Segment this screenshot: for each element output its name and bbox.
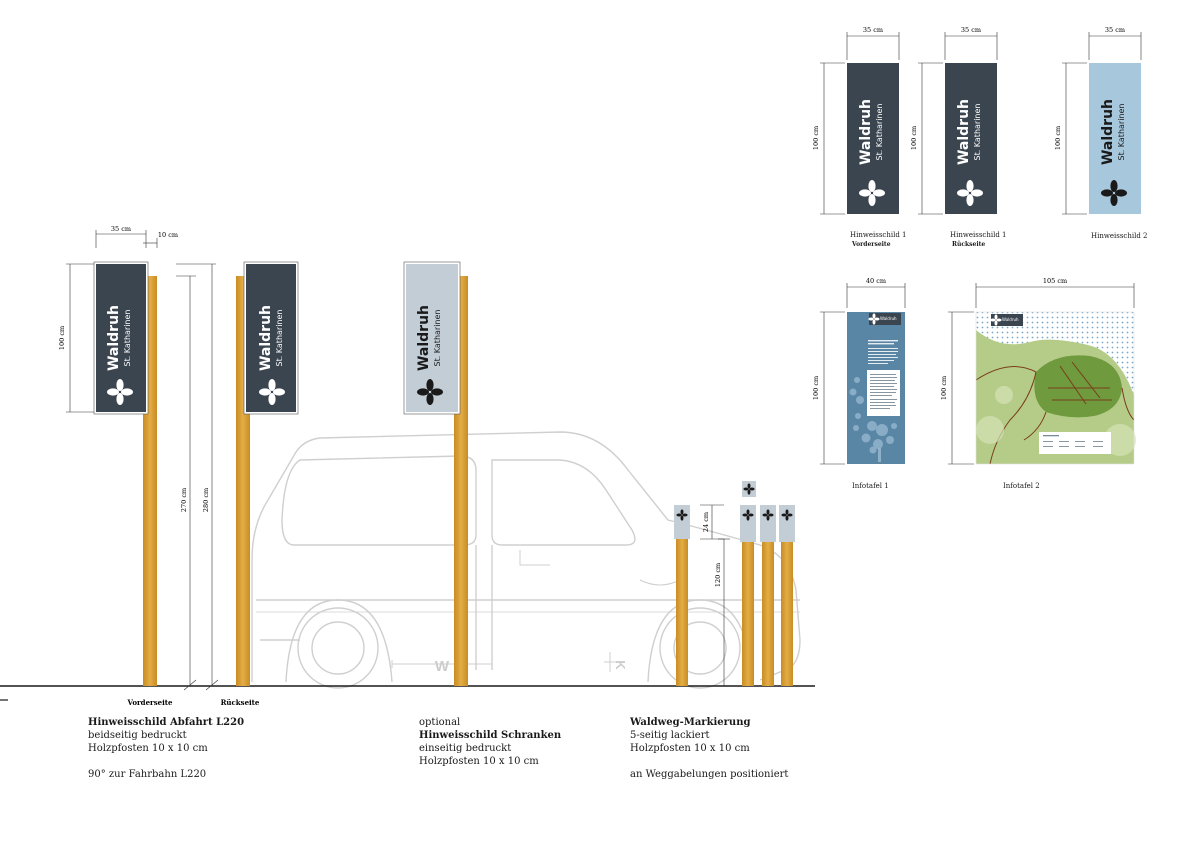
thumb-3-title: Waldruh bbox=[1100, 99, 1116, 165]
caption-schranken-line-2: Holzpfosten 10 x 10 cm bbox=[419, 756, 539, 767]
caption-schranken-line-1: einseitig bedruckt bbox=[419, 743, 512, 754]
thumb-caption-infotafel-1: Infotafel 1 bbox=[852, 482, 889, 490]
thumb-dimension-lines bbox=[820, 32, 1142, 465]
waldweg-markers bbox=[674, 481, 795, 686]
thumb-caption-sign-2: Hinweisschild 2 bbox=[1091, 232, 1148, 240]
thumb-2-title: Waldruh bbox=[956, 99, 972, 165]
dim-24cm: 24 cm bbox=[702, 512, 710, 532]
sign-1-front: Waldruh St. Katharinen bbox=[93, 261, 149, 415]
caption-abfahrt-line-3 bbox=[88, 755, 244, 768]
thumb-caption-sign-1-back-sub: Rückseite bbox=[952, 241, 986, 248]
caption-schranken-pre: optional bbox=[419, 717, 461, 728]
infotafel-1: Waldruh bbox=[847, 312, 905, 464]
caption-waldweg-line-2: Holzpfosten 10 x 10 cm bbox=[630, 743, 750, 754]
thumb-1-sub: St. Katharinen bbox=[875, 104, 884, 161]
thumb-2-sub: St. Katharinen bbox=[973, 104, 982, 161]
dim-100cm: 100 cm bbox=[58, 326, 66, 350]
thumb-sign-1-back: Waldruh St. Katharinen bbox=[945, 63, 997, 214]
infotafel-2-map: Waldruh bbox=[975, 311, 1136, 465]
dim-270cm: 270 cm bbox=[180, 488, 188, 512]
thumb-dim-35-c: 35 cm bbox=[1105, 26, 1125, 34]
dim-280cm: 280 cm bbox=[202, 488, 210, 512]
caption-waldweg-title: Waldweg-Markierung bbox=[630, 717, 751, 728]
car-mark-k: K bbox=[613, 660, 628, 670]
sign-1-back: Waldruh St. Katharinen bbox=[243, 261, 299, 415]
thumb-dim-40: 40 cm bbox=[866, 277, 886, 285]
label-rueckseite: Rückseite bbox=[221, 698, 260, 707]
sign-1-back-sub: St. Katharinen bbox=[275, 310, 284, 367]
thumb-3-sub: St. Katharinen bbox=[1117, 104, 1126, 161]
sign-1-front-title: Waldruh bbox=[106, 305, 122, 371]
caption-abfahrt: Hinweisschild Abfahrt L220 beidseitig be… bbox=[88, 716, 244, 781]
marker-dimension-lines bbox=[700, 504, 730, 686]
caption-schranken: optional Hinweisschild Schranken einseit… bbox=[419, 716, 561, 768]
dim-10cm: 10 cm bbox=[158, 231, 178, 239]
sign-2-sub: St. Katharinen bbox=[433, 310, 442, 367]
car-sketch bbox=[242, 431, 801, 689]
caption-abfahrt-title: Hinweisschild Abfahrt L220 bbox=[88, 717, 245, 728]
dim-35cm: 35 cm bbox=[111, 225, 131, 233]
thumb-1-title: Waldruh bbox=[858, 99, 874, 165]
caption-abfahrt-line-1: beidseitig bedruckt bbox=[88, 730, 187, 741]
caption-abfahrt-line-4: 90° zur Fahrbahn L220 bbox=[88, 769, 207, 780]
thumb-dim-100-b: 100 cm bbox=[910, 126, 918, 150]
caption-waldweg-line-1: 5-seitig lackiert bbox=[630, 730, 710, 741]
caption-waldweg: Waldweg-Markierung 5-seitig lackiert Hol… bbox=[630, 716, 788, 781]
sign-1-front-sub: St. Katharinen bbox=[123, 310, 132, 367]
dim-120cm: 120 cm bbox=[714, 563, 722, 587]
sign-2-schranken: Waldruh St. Katharinen bbox=[403, 261, 461, 415]
caption-schranken-title: Hinweisschild Schranken bbox=[419, 730, 562, 741]
dimension-lines bbox=[66, 230, 219, 691]
thumb-sign-2: Waldruh St. Katharinen bbox=[1089, 63, 1141, 214]
sign-2-title: Waldruh bbox=[416, 305, 432, 371]
thumb-dim-100-a: 100 cm bbox=[812, 126, 820, 150]
thumb-dim-100-e: 100 cm bbox=[940, 376, 948, 400]
thumb-dim-100-c: 100 cm bbox=[1054, 126, 1062, 150]
caption-waldweg-line-4: an Weggabelungen positioniert bbox=[630, 769, 789, 780]
thumb-dim-100-d: 100 cm bbox=[812, 376, 820, 400]
caption-waldweg-line-3 bbox=[630, 755, 788, 768]
label-vorderseite: Vorderseite bbox=[127, 698, 173, 707]
thumb-caption-sign-1-back: Hinweisschild 1 bbox=[950, 231, 1007, 239]
infotafel-2-brand: Waldruh bbox=[1002, 317, 1019, 322]
thumb-dim-105: 105 cm bbox=[1043, 277, 1067, 285]
thumb-caption-sign-1-front: Hinweisschild 1 bbox=[850, 231, 907, 239]
thumb-dim-35-a: 35 cm bbox=[863, 26, 883, 34]
thumb-sign-1-front: Waldruh St. Katharinen bbox=[847, 63, 899, 214]
caption-abfahrt-line-2: Holzpfosten 10 x 10 cm bbox=[88, 743, 208, 754]
thumb-caption-sign-1-front-sub: Vorderseite bbox=[852, 241, 891, 248]
thumb-dim-35-b: 35 cm bbox=[961, 26, 981, 34]
infotafel-1-brand: Waldruh bbox=[880, 316, 897, 321]
car-mark-w: W bbox=[435, 658, 450, 675]
thumb-caption-infotafel-2: Infotafel 2 bbox=[1003, 482, 1040, 490]
sign-1-back-title: Waldruh bbox=[258, 305, 274, 371]
